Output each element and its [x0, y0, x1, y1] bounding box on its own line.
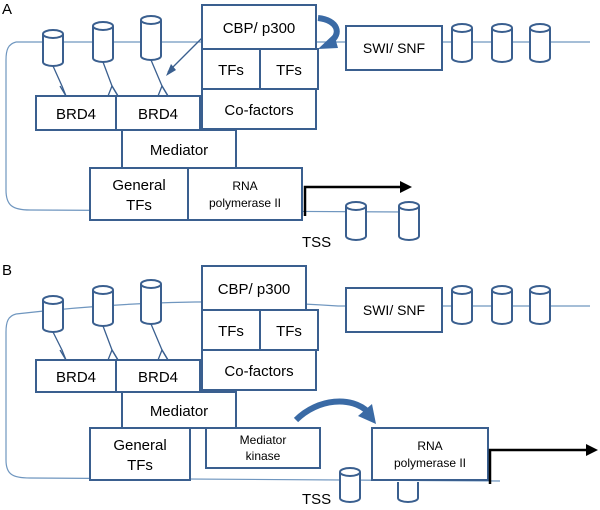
- svg-text:TFs: TFs: [218, 62, 244, 79]
- nucleosome-icon: [398, 201, 420, 241]
- brd4-left-box: BRD4: [35, 95, 117, 131]
- rna-polymerase-box: RNA polymerase II: [371, 427, 489, 481]
- svg-text:polymerase II: polymerase II: [209, 196, 281, 210]
- panel-a-tss-arrow-icon: [303, 181, 412, 216]
- nucleosome-icon: [42, 295, 64, 333]
- cbp-p300-box: CBP/ p300: [201, 265, 307, 311]
- svg-text:TFs: TFs: [218, 323, 244, 340]
- panel-b-tss-arrow-icon: [488, 444, 598, 484]
- svg-text:SWI/ SNF: SWI/ SNF: [363, 302, 425, 318]
- svg-text:BRD4: BRD4: [56, 106, 96, 123]
- svg-text:SWI/ SNF: SWI/ SNF: [363, 40, 425, 56]
- cofactors-box: Co-factors: [201, 349, 317, 391]
- svg-text:BRD4: BRD4: [138, 106, 178, 123]
- tfs-left-box: TFs: [201, 309, 261, 351]
- swi-snf-box: SWI/ SNF: [345, 287, 443, 333]
- svg-text:General: General: [112, 177, 165, 194]
- svg-text:RNA: RNA: [232, 179, 257, 193]
- mediator-box: Mediator: [121, 129, 237, 169]
- nucleosome-icon: [451, 285, 473, 325]
- nucleosome-icon: [339, 467, 361, 503]
- general-tfs-box: General TFs: [89, 167, 189, 221]
- nucleosome-icon: [397, 482, 419, 503]
- cofactors-box: Co-factors: [201, 88, 317, 130]
- rna-polymerase-box: RNA polymerase II: [187, 167, 303, 221]
- mediator-box: Mediator: [121, 391, 237, 429]
- svg-text:RNA: RNA: [417, 439, 442, 453]
- svg-text:CBP/ p300: CBP/ p300: [218, 281, 291, 298]
- panel-b-label: B: [2, 262, 12, 279]
- svg-text:BRD4: BRD4: [138, 369, 178, 386]
- panel-b-tss-label: TSS: [302, 491, 331, 508]
- general-tfs-box: General TFs: [89, 427, 191, 481]
- brd4-left-box: BRD4: [35, 359, 117, 393]
- panel-b-brd4-links: [52, 323, 169, 361]
- panel-a-label: A: [2, 1, 12, 18]
- swi-snf-box: SWI/ SNF: [345, 25, 443, 71]
- nucleosome-icon: [529, 23, 551, 63]
- panel-b-nucleosomes: [42, 279, 551, 503]
- svg-text:TFs: TFs: [276, 323, 302, 340]
- nucleosome-icon: [451, 23, 473, 63]
- mediator-kinase-box: Mediator kinase: [205, 427, 321, 469]
- nucleosome-icon: [92, 21, 114, 63]
- svg-text:TFs: TFs: [127, 457, 153, 474]
- svg-text:TFs: TFs: [276, 62, 302, 79]
- panel-a-tss-label: TSS: [302, 234, 331, 251]
- panel-a: A: [2, 1, 590, 251]
- nucleosome-icon: [529, 285, 551, 325]
- svg-text:Mediator: Mediator: [150, 142, 208, 159]
- tfs-right-box: TFs: [259, 309, 319, 351]
- svg-text:TFs: TFs: [126, 197, 152, 214]
- svg-text:kinase: kinase: [246, 449, 281, 463]
- svg-text:CBP/ p300: CBP/ p300: [223, 20, 296, 37]
- brd4-right-box: BRD4: [115, 359, 201, 393]
- svg-text:Co-factors: Co-factors: [224, 102, 293, 119]
- nucleosome-icon: [345, 201, 367, 241]
- svg-text:Co-factors: Co-factors: [224, 363, 293, 380]
- brd4-right-box: BRD4: [115, 95, 201, 131]
- nucleosome-icon: [92, 285, 114, 327]
- tfs-left-box: TFs: [201, 48, 261, 90]
- panel-a-brd4-links: [52, 59, 169, 97]
- panel-b-curved-arrow-icon: [293, 398, 376, 424]
- svg-text:General: General: [113, 437, 166, 454]
- nucleosome-icon: [491, 23, 513, 63]
- nucleosome-icon: [42, 29, 64, 67]
- panel-b: B: [2, 262, 598, 508]
- panel-a-nucleosomes: [42, 15, 551, 241]
- cbp-p300-box: CBP/ p300: [201, 4, 317, 50]
- nucleosome-icon: [491, 285, 513, 325]
- svg-text:polymerase II: polymerase II: [394, 456, 466, 470]
- panel-a-curved-arrow-icon: [317, 15, 340, 49]
- panel-a-cbp-to-brd4-arrow: [166, 35, 205, 76]
- svg-text:Mediator: Mediator: [240, 433, 287, 447]
- nucleosome-icon: [140, 15, 162, 61]
- svg-text:Mediator: Mediator: [150, 403, 208, 420]
- tfs-right-box: TFs: [259, 48, 319, 90]
- nucleosome-icon: [140, 279, 162, 325]
- svg-text:BRD4: BRD4: [56, 369, 96, 386]
